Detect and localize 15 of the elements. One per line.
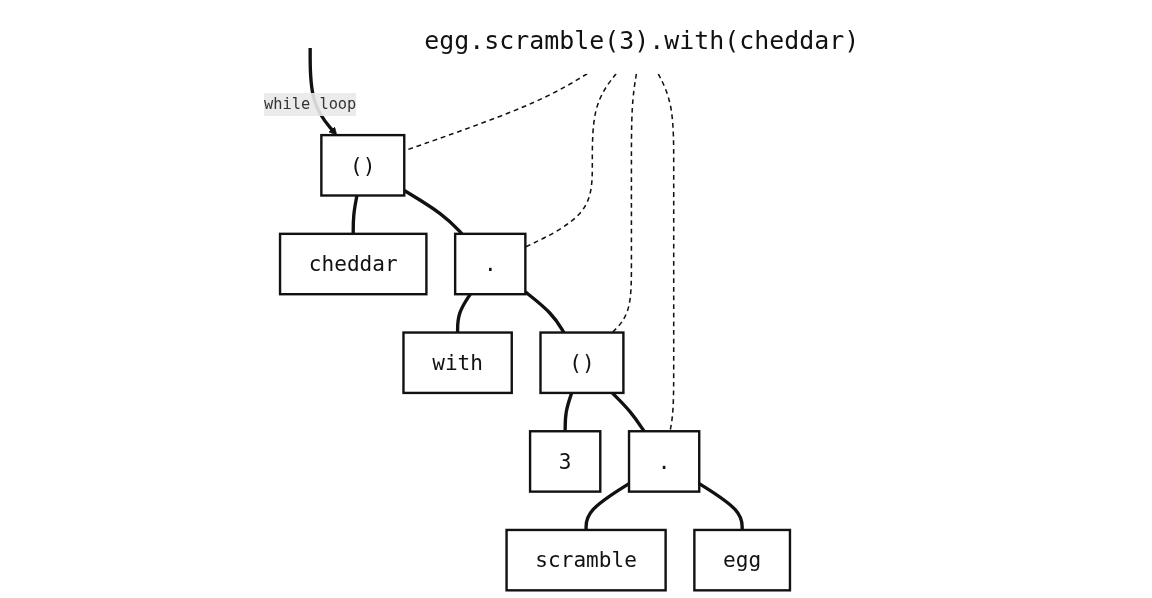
node-box: with — [402, 331, 513, 395]
connector — [657, 73, 675, 432]
node-box: egg — [693, 528, 792, 592]
node-box: cheddar — [278, 232, 428, 296]
node-box: () — [320, 133, 406, 197]
connector — [351, 195, 359, 234]
connector — [584, 482, 630, 530]
node-text: egg.scramble(3).with(cheddar) — [424, 25, 860, 55]
node-box: . — [453, 232, 527, 296]
node-box: 3 — [528, 430, 602, 493]
connector — [563, 392, 574, 432]
node-box: . — [627, 430, 701, 493]
node-box: () — [539, 331, 625, 395]
node-box: scramble — [505, 528, 667, 592]
edge-label: while loop — [264, 94, 357, 114]
